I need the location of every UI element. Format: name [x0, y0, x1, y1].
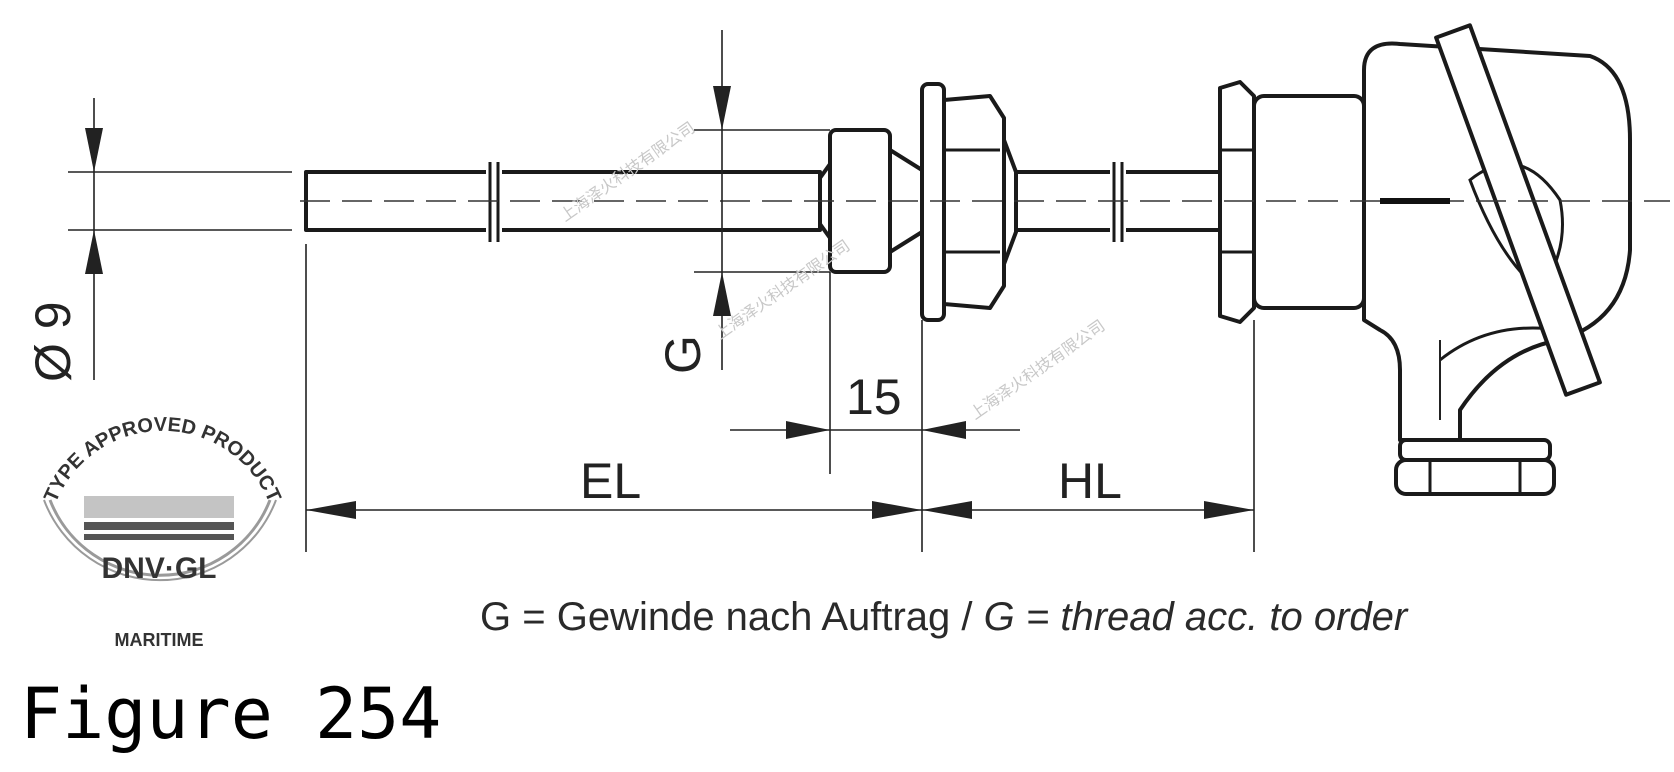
thread-dimension [694, 30, 830, 370]
connection-head [1252, 23, 1632, 496]
diameter-label: Ø 9 [25, 301, 81, 382]
gap-dimension [730, 272, 1020, 552]
el-label: EL [580, 453, 641, 509]
hl-label: HL [1058, 453, 1122, 509]
flange-nut [920, 82, 1018, 322]
gap-label: 15 [846, 369, 902, 425]
seal-bar-light [84, 496, 234, 518]
svg-text:上海泽火科技有限公司: 上海泽火科技有限公司 [966, 316, 1108, 423]
hl-dimension [922, 320, 1255, 552]
thread-note-italic: G = thread acc. to order [984, 595, 1409, 639]
seal-bar-dark-2 [84, 534, 234, 540]
thread-note: G = Gewinde nach Auftrag / G = thread ac… [480, 595, 1409, 639]
thread-note-main: G = Gewinde nach Auftrag / [480, 595, 984, 639]
el-dimension [305, 244, 922, 552]
seal-bottom: MARITIME [115, 630, 204, 650]
thread-label: G [655, 335, 711, 374]
figure-caption: Figure 254 [20, 673, 441, 755]
seal-brand: DNV·GL [102, 552, 217, 585]
diameter-dimension [68, 98, 292, 380]
svg-text:上海泽火科技有限公司: 上海泽火科技有限公司 [711, 236, 853, 343]
extension-neck [1014, 160, 1222, 244]
seal-bar-dark [84, 522, 234, 530]
seal-arc-text: TYPE APPROVED PRODUCT [40, 414, 285, 506]
head-nut [1218, 80, 1256, 324]
dnv-gl-seal: TYPE APPROVED PRODUCT DNV·GL MARITIME [40, 414, 285, 650]
probe-stem [304, 160, 822, 244]
